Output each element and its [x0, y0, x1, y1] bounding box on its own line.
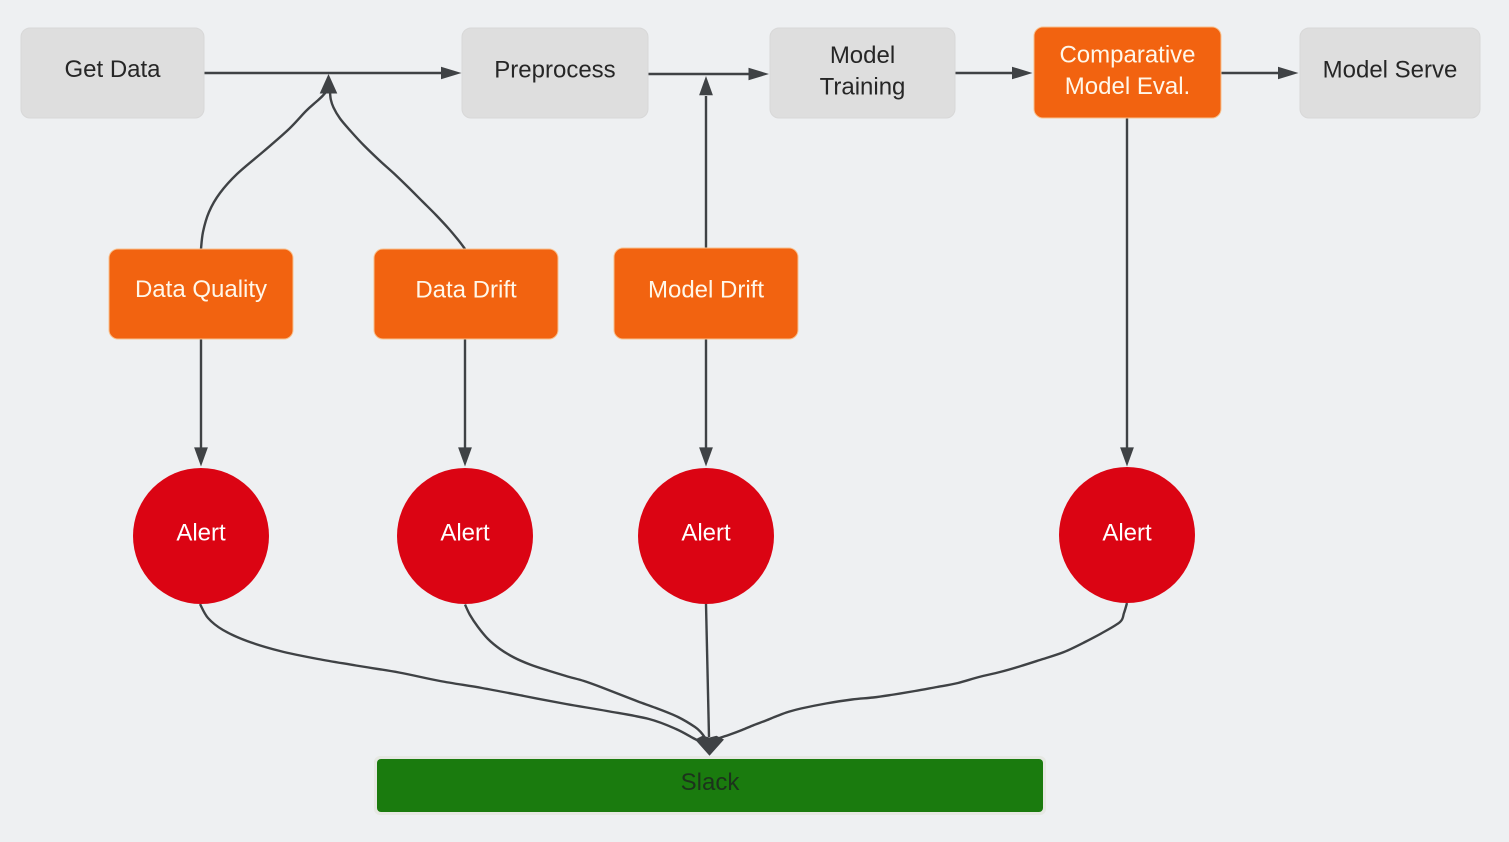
svg-text:Slack: Slack — [681, 769, 741, 796]
svg-text:Data Drift: Data Drift — [415, 277, 517, 304]
svg-text:Alert: Alert — [176, 520, 226, 547]
svg-text:Alert: Alert — [440, 520, 490, 547]
svg-text:Training: Training — [820, 74, 906, 101]
svg-text:Preprocess: Preprocess — [494, 57, 615, 84]
svg-text:Get Data: Get Data — [64, 56, 161, 83]
svg-text:Model: Model — [830, 42, 895, 69]
svg-text:Alert: Alert — [1102, 520, 1152, 547]
svg-text:Alert: Alert — [681, 520, 731, 547]
svg-text:Data Quality: Data Quality — [135, 276, 267, 303]
svg-text:Model Serve: Model Serve — [1323, 57, 1458, 84]
svg-text:Comparative: Comparative — [1059, 42, 1195, 69]
svg-text:Model Eval.: Model Eval. — [1065, 73, 1190, 100]
svg-text:Model Drift: Model Drift — [648, 277, 764, 304]
